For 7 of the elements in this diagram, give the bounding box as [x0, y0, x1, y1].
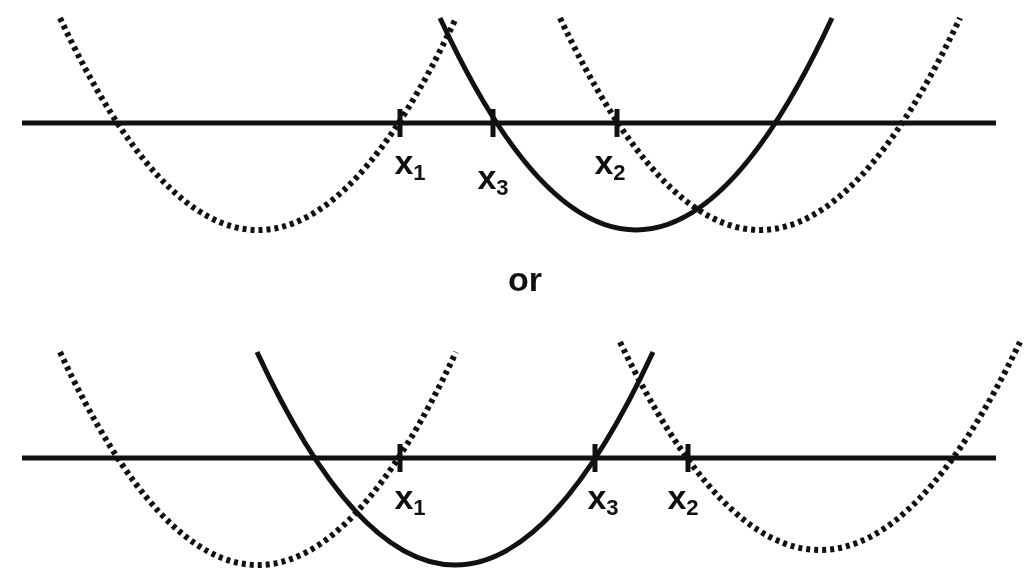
variable-label: x$_{3}$	[477, 160, 509, 199]
connector-word: or	[508, 262, 542, 296]
variable-label: x$_{2}$	[667, 480, 699, 519]
variable-label: x$_{1}$	[394, 480, 426, 519]
variable-label: x$_{1}$	[394, 145, 426, 184]
variable-label: x$_{3}$	[587, 480, 619, 519]
variable-label: x$_{2}$	[594, 145, 626, 184]
